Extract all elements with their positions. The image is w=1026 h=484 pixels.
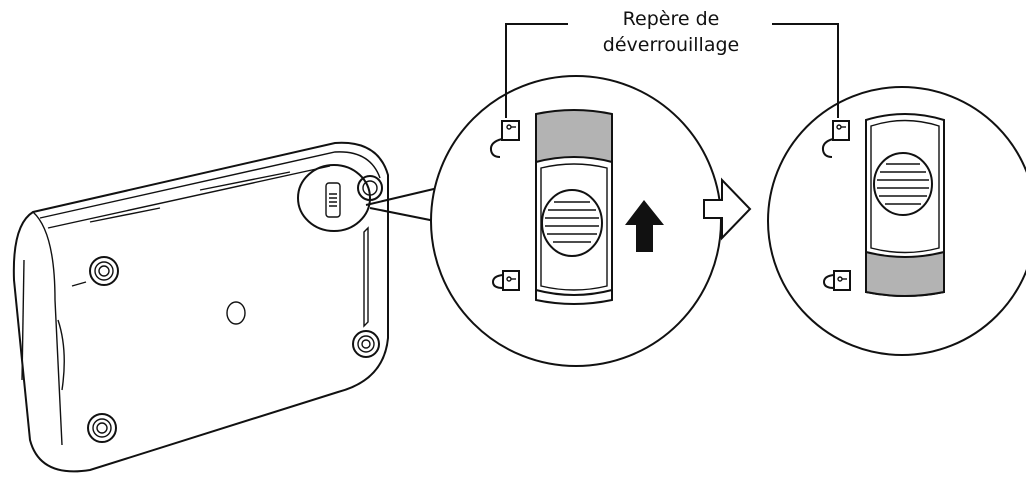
unlock-mark-label: Repère de déverrouillage xyxy=(566,6,776,58)
arrow-up-icon xyxy=(625,200,664,252)
callout-leader xyxy=(505,23,839,118)
device-screw-hole xyxy=(226,301,246,325)
device-body xyxy=(12,141,389,473)
callout-line-2: déverrouillage xyxy=(602,34,740,56)
lock-icon xyxy=(491,270,520,291)
device-foot xyxy=(87,413,117,443)
unlock-icon xyxy=(489,120,520,158)
slider-track-shaded xyxy=(865,249,945,297)
zoom-circle-after xyxy=(767,86,1026,356)
device-foot xyxy=(352,330,380,358)
slider-grip-icon xyxy=(541,189,603,257)
device-foot xyxy=(89,256,119,286)
zoom-spot xyxy=(297,164,371,232)
slider-knob xyxy=(865,113,945,258)
slider-grip-icon xyxy=(873,152,933,216)
unlock-icon xyxy=(821,120,850,158)
callout-line-1: Repère de xyxy=(622,8,720,30)
lock-icon xyxy=(822,270,851,291)
slider-knob xyxy=(535,156,613,296)
arrow-right-icon xyxy=(703,177,752,241)
zoom-circle-before xyxy=(430,75,722,367)
